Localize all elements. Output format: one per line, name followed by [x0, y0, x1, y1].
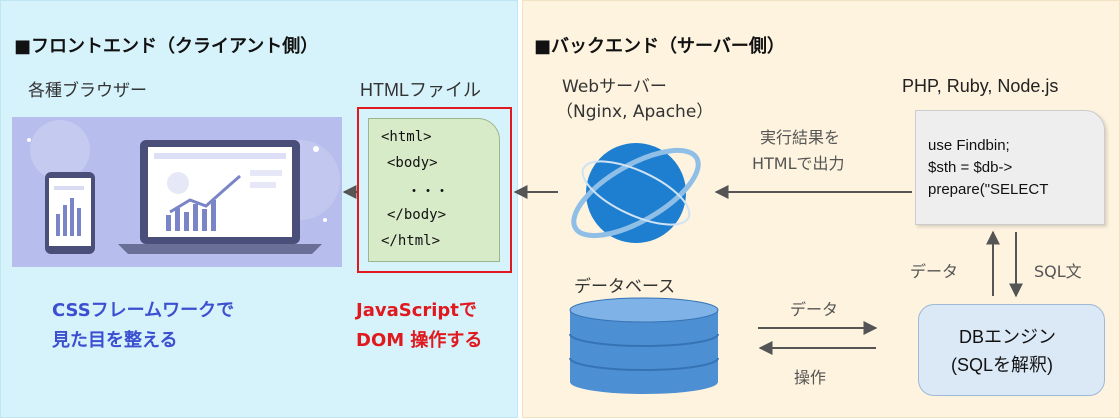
code-line: <body>: [387, 155, 438, 171]
db-engine-box: DBエンジン (SQLを解釈): [918, 304, 1105, 396]
data-right-label: データ: [790, 300, 839, 319]
operation-label: 操作: [794, 368, 827, 387]
php-code-line: prepare("SELECT: [928, 181, 1049, 198]
js-note-line2: DOM 操作する: [356, 330, 483, 351]
data-up-label: データ: [910, 262, 959, 281]
js-highlight-frame: [357, 107, 512, 273]
db-engine-line1: DBエンジン: [959, 327, 1057, 347]
code-line: <html>: [381, 129, 432, 145]
db-engine-line2: (SQLを解釈): [951, 355, 1054, 375]
code-line: </html>: [381, 233, 441, 249]
smartphone-icon: [45, 172, 95, 254]
laptop-icon: [118, 140, 322, 254]
sql-down-label: SQL文: [1034, 262, 1082, 281]
webserver-label-line2: （Nginx, Apache）: [556, 102, 714, 122]
database-label: データベース: [574, 277, 676, 297]
webserver-globe-icon: [571, 143, 701, 243]
html-file-label: HTMLファイル: [360, 80, 481, 100]
database-icon: [569, 297, 719, 394]
backend-title: ■バックエンド（サーバー側）: [534, 36, 785, 57]
php-code-line: use Findbin;: [928, 137, 1010, 154]
server-languages-label: PHP, Ruby, Node.js: [902, 76, 1059, 96]
output-label-line1: 実行結果を: [760, 128, 841, 147]
code-line: </body>: [387, 207, 447, 223]
webserver-label-line1: Webサーバー: [562, 77, 667, 97]
css-note-line1: CSSフレームワークで: [52, 300, 235, 321]
html-code-box: <html> <body> ・・・ </body> </html>: [368, 118, 500, 262]
frontend-title: ■フロントエンド（クライアント側）: [14, 36, 319, 57]
browsers-label: 各種ブラウザー: [28, 81, 147, 101]
code-line: ・・・: [407, 184, 449, 200]
php-code-line: $sth = $db->: [928, 159, 1013, 176]
css-note-line2: 見た目を整える: [52, 330, 178, 351]
browser-illustration: [12, 117, 342, 267]
js-note-line1: JavaScriptで: [356, 300, 477, 321]
server-code-box: use Findbin; $sth = $db-> prepare("SELEC…: [915, 110, 1105, 225]
output-label-line2: HTMLで出力: [752, 154, 845, 173]
